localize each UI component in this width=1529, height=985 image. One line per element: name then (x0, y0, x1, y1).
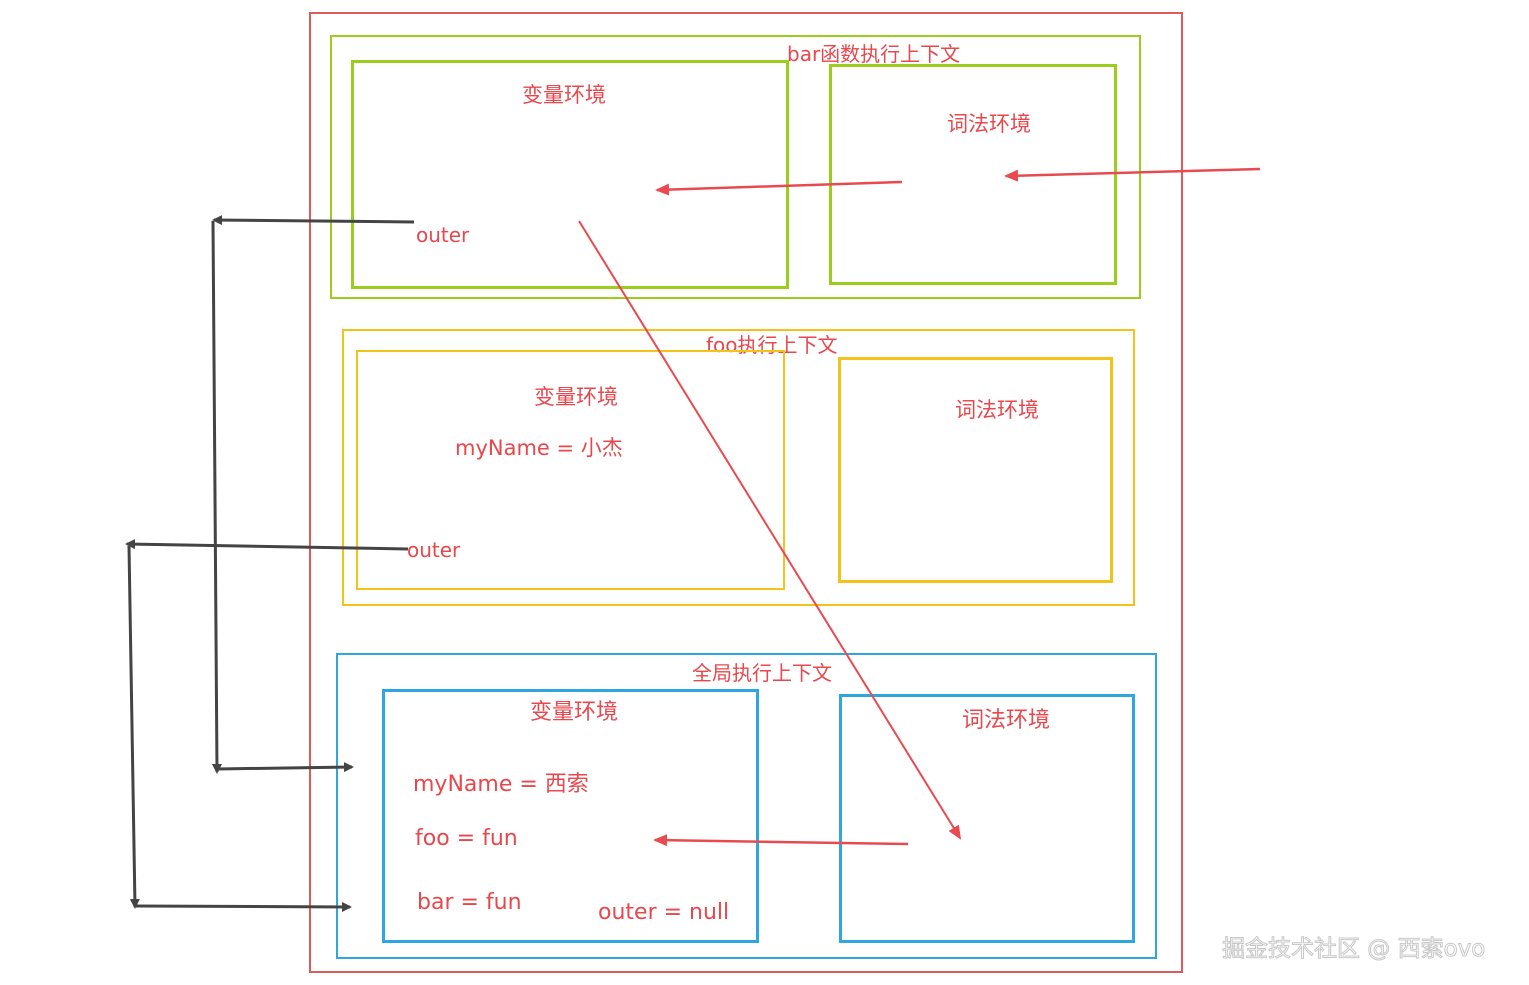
lookup-into-bar-lexical-arrow (1004, 167, 1261, 182)
global-context-title: 全局执行上下文 (692, 661, 832, 685)
bar-context-title: bar函数执行上下文 (787, 42, 961, 66)
bar-outer-scope-arrow (211, 215, 415, 774)
bar-lexical-environment-title: 词法环境 (947, 112, 1031, 136)
global-myname-variable: myName = 西索 (413, 772, 589, 797)
bar-variable-environment-title: 变量环境 (522, 83, 606, 107)
call-stack-frame (309, 12, 1183, 973)
foo-lexical-environment-title: 词法环境 (955, 398, 1039, 422)
bar-outer-label: outer (416, 223, 470, 247)
bar-to-global-lexical-arrow (578, 220, 962, 840)
global-variable-environment (382, 689, 759, 943)
foo-outer-label: outer (407, 538, 461, 562)
foo-myname-variable: myName = 小杰 (455, 436, 623, 460)
foo-context-title: foo执行上下文 (706, 333, 838, 357)
foo-outer-scope-arrow (125, 539, 409, 912)
global-foo-variable: foo = fun (415, 826, 518, 851)
bar-variable-environment (351, 60, 789, 289)
foo-lexical-environment (838, 357, 1113, 583)
global-execution-context (336, 653, 1157, 959)
foo-variable-environment (356, 350, 785, 590)
global-lexical-environment-title: 词法环境 (962, 708, 1051, 733)
bar-lexical-environment (829, 64, 1117, 285)
global-lexical-environment (839, 694, 1135, 943)
watermark: 掘金技术社区 @ 西索ovo (1221, 936, 1486, 963)
global-outer-null: outer = null (598, 900, 730, 925)
global-bar-variable: bar = fun (417, 890, 522, 915)
bar-execution-context (330, 35, 1141, 299)
bar-lexical-to-variable-arrow (655, 180, 903, 196)
foo-variable-environment-title: 变量环境 (534, 385, 618, 409)
global-variable-environment-title: 变量环境 (530, 700, 619, 725)
foo-execution-context (342, 329, 1135, 606)
global-lexical-to-variable-arrow (653, 834, 909, 847)
